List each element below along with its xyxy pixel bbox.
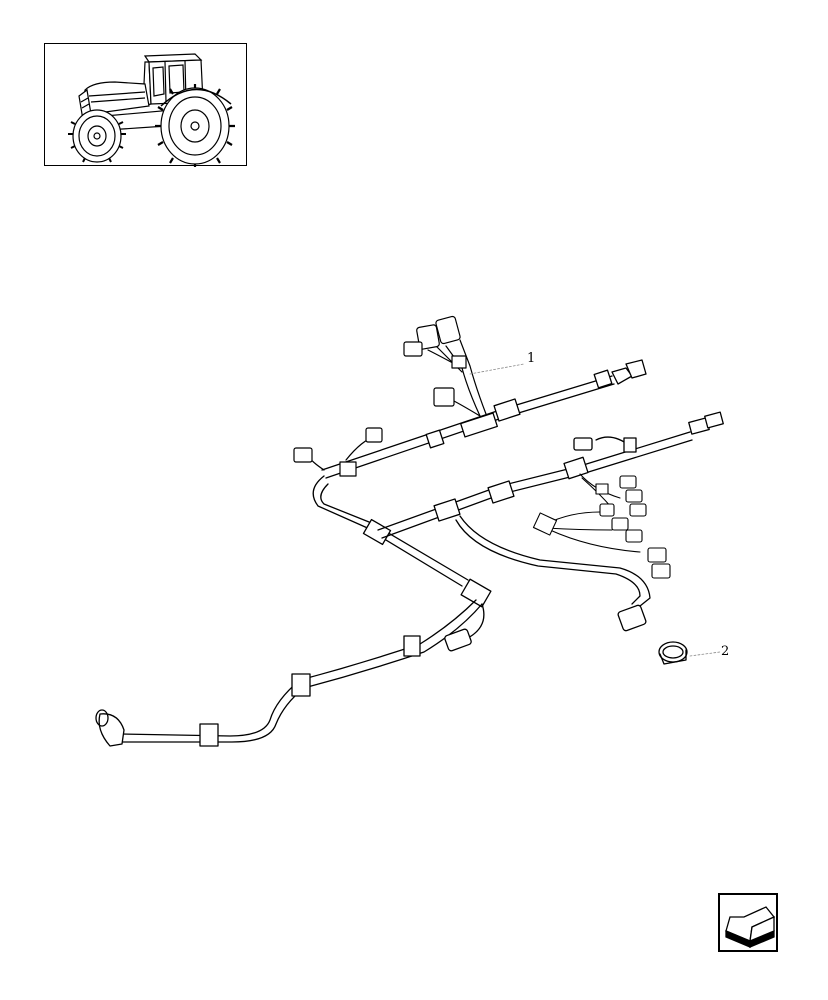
upper-trunk-cable xyxy=(321,359,647,479)
lower-right-cable xyxy=(455,515,651,632)
back-arrow-icon xyxy=(725,906,776,948)
callout-clip: 2 xyxy=(721,644,730,659)
left-down-cable xyxy=(312,475,492,608)
back-navigation-button[interactable] xyxy=(718,893,778,952)
upper-branch-connectors xyxy=(293,315,487,477)
tractor-thumbnail xyxy=(44,43,247,167)
lower-long-cable xyxy=(95,599,485,747)
right-connector-cluster xyxy=(532,473,671,579)
hose-clip-part xyxy=(658,641,688,665)
leader-lines xyxy=(469,363,721,657)
callout-harness: 1 xyxy=(527,351,536,366)
middle-trunk-cable xyxy=(377,411,724,539)
tractor-icon xyxy=(68,53,235,167)
